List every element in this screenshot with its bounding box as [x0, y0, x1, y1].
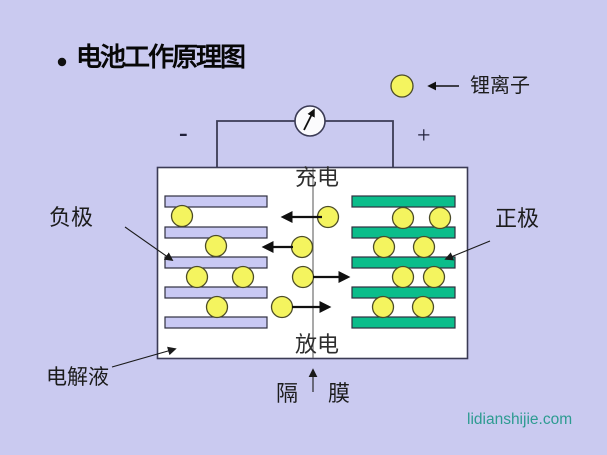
lithium-ion: [411, 295, 435, 319]
discharge-label: 放电: [294, 332, 339, 357]
lithium-ion-migrating: [291, 265, 315, 289]
lithium-ion: [170, 204, 194, 228]
title-bullet-icon: [57, 57, 67, 67]
galvanometer: [294, 105, 326, 137]
galvanometer-dial: [294, 105, 326, 137]
lithium-ion: [185, 265, 209, 289]
electrolyte-pointer-arrow: [111, 346, 177, 368]
positive-plate: [351, 286, 456, 299]
ion-flow-arrows: [261, 210, 351, 314]
negative-terminal-sign: -: [179, 118, 188, 147]
lithium-ion: [391, 206, 415, 230]
galvanometer-needle: [303, 108, 315, 131]
lithium-ion: [204, 234, 228, 258]
separator-label-left: 隔: [276, 381, 299, 406]
positive-electrode-plates: [351, 195, 456, 329]
legend-label: 锂离子: [470, 75, 530, 97]
negative-electrode-pointer-arrow: [124, 226, 174, 262]
separator-label-right: 膜: [328, 381, 351, 406]
lithium-ion: [391, 265, 415, 289]
lithium-ion: [371, 295, 395, 319]
lithium-ion: [422, 265, 446, 289]
lithium-ion: [372, 235, 396, 259]
lithium-ion: [412, 235, 436, 259]
negative-plate: [164, 316, 268, 329]
watermark: lidianshijie.com: [467, 411, 573, 428]
lithium-ion: [428, 206, 452, 230]
lithium-ion-migrating: [270, 295, 294, 319]
positive-electrode-label: 正极: [495, 206, 540, 231]
lithium-ion: [231, 265, 255, 289]
lithium-ion-migrating: [290, 235, 314, 259]
positive-plate: [351, 316, 456, 329]
negative-plate: [164, 256, 268, 269]
positive-plate: [351, 195, 456, 208]
lithium-ions: [170, 204, 452, 319]
electrolyte-label: 电解液: [46, 365, 109, 389]
legend-ion: [390, 74, 414, 98]
charge-label: 充电: [294, 165, 339, 190]
positive-terminal-sign: +: [417, 123, 431, 149]
page-title: 电池工作原理图: [76, 43, 246, 72]
lithium-ion: [205, 295, 229, 319]
negative-electrode-label: 负极: [49, 205, 94, 230]
negative-plate: [164, 195, 268, 208]
positive-electrode-pointer-arrow: [444, 240, 491, 261]
